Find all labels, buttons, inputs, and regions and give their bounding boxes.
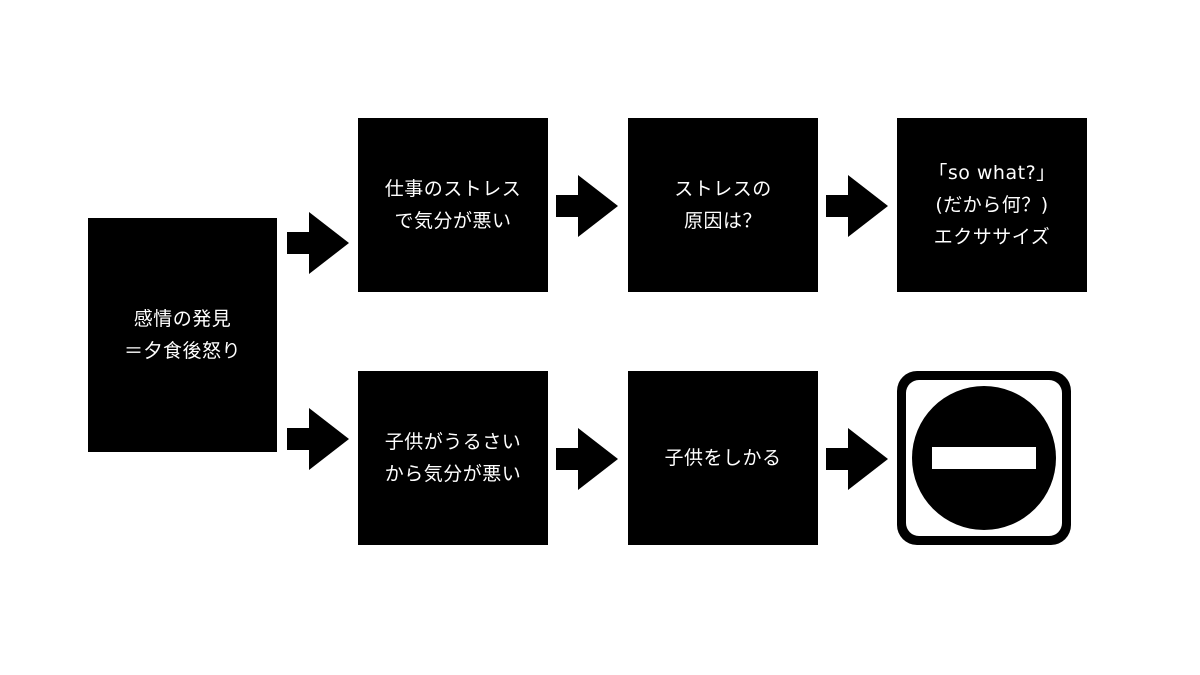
top-box-2-line-1: ストレスの	[674, 178, 772, 200]
bottom-box-scold-kids: 子供をしかる	[628, 371, 818, 545]
start-box-line-1: 感情の発見	[133, 308, 232, 330]
top-box-3-line-2: (だから何？)	[935, 194, 1049, 216]
top-box-so-what: 「so what?」 (だから何？) エクササイズ	[897, 118, 1087, 292]
top-box-2-line-2: 原因は？	[683, 210, 762, 232]
no-entry-icon	[897, 371, 1071, 545]
arrow-right-icon	[556, 175, 618, 237]
top-box-1-line-1: 仕事のストレス	[384, 178, 522, 200]
start-box-line-2: ＝夕食後怒り	[123, 340, 241, 362]
arrow-right-icon	[826, 428, 888, 490]
arrow-right-icon	[287, 212, 349, 274]
arrow-right-icon	[826, 175, 888, 237]
bottom-box-2-line-1: 子供をしかる	[664, 447, 782, 469]
top-box-3-line-1: 「so what?」	[928, 162, 1056, 184]
top-box-1-line-2: で気分が悪い	[394, 210, 512, 232]
top-box-3-line-3: エクササイズ	[933, 226, 1051, 248]
top-box-work-stress: 仕事のストレス で気分が悪い	[358, 118, 548, 292]
arrow-right-icon	[556, 428, 618, 490]
arrow-right-icon	[287, 408, 349, 470]
start-box: 感情の発見 ＝夕食後怒り	[88, 218, 277, 452]
bottom-box-1-line-2: から気分が悪い	[384, 463, 522, 485]
bottom-box-kids-noisy: 子供がうるさい から気分が悪い	[358, 371, 548, 545]
top-box-stress-cause: ストレスの 原因は？	[628, 118, 818, 292]
bottom-box-1-line-1: 子供がうるさい	[384, 431, 522, 453]
